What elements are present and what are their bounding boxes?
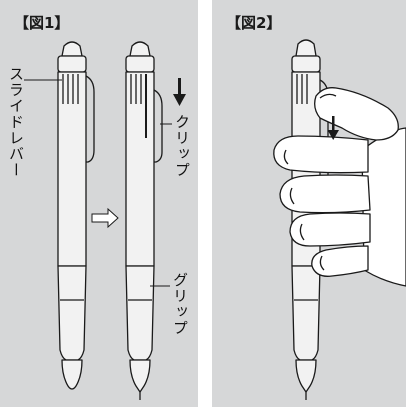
- pen-after: [125, 41, 163, 400]
- slide-lever-label: スライドレバー: [7, 66, 25, 178]
- pen-before: [57, 41, 95, 390]
- right-arrow-icon: [91, 207, 119, 229]
- hand: [273, 87, 406, 287]
- figure-2-illustration: [273, 39, 406, 400]
- clip-label: クリップ: [173, 114, 191, 178]
- figure-1-illustration: [24, 41, 186, 400]
- figure-1-label: 【図1】: [14, 14, 70, 32]
- down-arrow-icon: [173, 78, 186, 106]
- figure-2-panel: 【図2】: [212, 0, 406, 407]
- down-arrow-icon: [327, 116, 339, 140]
- figure-1-panel: 【図1】: [0, 0, 198, 407]
- grip-label: グリップ: [171, 272, 189, 336]
- figure-2-label: 【図2】: [226, 14, 282, 32]
